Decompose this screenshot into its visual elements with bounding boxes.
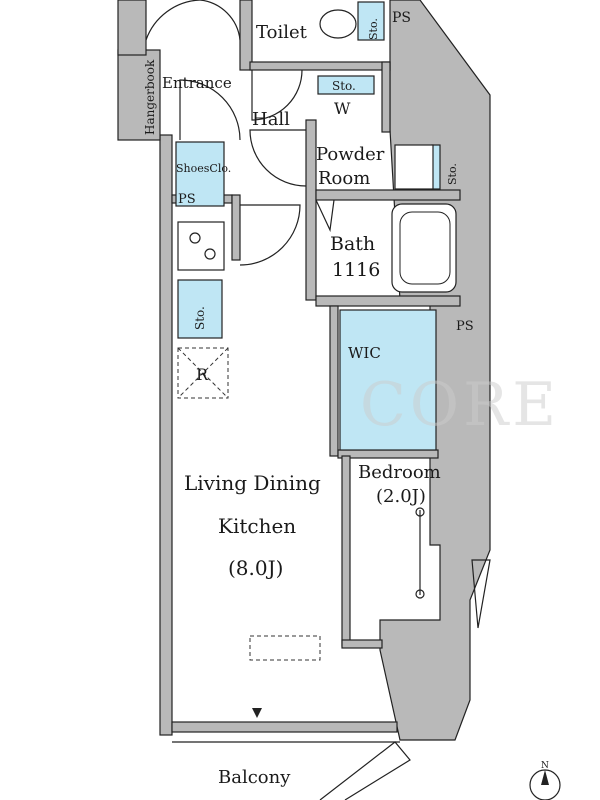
compass bbox=[529, 769, 561, 800]
balcony-stair bbox=[319, 741, 411, 800]
wall-bedroom-left bbox=[341, 455, 351, 647]
door-top-left-2 bbox=[199, 0, 241, 41]
sink bbox=[394, 144, 434, 190]
wall-toilet-left bbox=[239, 0, 253, 71]
label-balcony: Balcony bbox=[218, 767, 291, 788]
outer-wall-left bbox=[159, 134, 173, 736]
door-powder bbox=[249, 129, 307, 187]
label-ps-top: PS bbox=[392, 10, 411, 26]
label-north: N bbox=[541, 761, 549, 771]
door-bath bbox=[315, 199, 335, 233]
label-w: W bbox=[334, 99, 351, 118]
top-left-wall bbox=[117, 0, 147, 56]
wic-closet bbox=[339, 309, 437, 451]
wall-bedroom-bottom bbox=[341, 639, 383, 649]
kitchen-storage bbox=[177, 279, 223, 339]
label-ps-wic: PS bbox=[456, 319, 474, 334]
entry-marker bbox=[252, 708, 262, 718]
label-ldk-2: Kitchen bbox=[218, 514, 296, 538]
shoes-closet bbox=[175, 141, 225, 207]
wall-wic-left bbox=[329, 305, 339, 457]
hangerbook-wall bbox=[117, 49, 161, 141]
label-hangerbook: Hangerbook bbox=[143, 59, 157, 135]
label-bedroom-2: (2.0J) bbox=[376, 486, 426, 507]
label-powder-1: Powder bbox=[316, 144, 385, 165]
label-bath-2: 1116 bbox=[332, 259, 380, 281]
wall-ldk-bottom bbox=[171, 721, 398, 733]
stove bbox=[177, 221, 225, 271]
label-ldk-3: (8.0J) bbox=[228, 556, 283, 580]
watermark: CORE bbox=[360, 370, 560, 440]
label-sto-toilet: Sto. bbox=[367, 18, 380, 40]
refrigerator bbox=[177, 347, 229, 399]
wall-bath-bottom bbox=[315, 295, 461, 307]
wall-powder-bath bbox=[315, 189, 461, 201]
label-r: R bbox=[196, 365, 209, 384]
wall-w-right bbox=[381, 61, 391, 133]
door-toilet bbox=[251, 69, 303, 121]
label-bedroom-1: Bedroom bbox=[358, 462, 441, 483]
door-top-left bbox=[145, 0, 201, 41]
label-sto-kitchen: Sto. bbox=[193, 306, 207, 330]
door-bedroom bbox=[471, 559, 491, 629]
bathtub-inner bbox=[399, 211, 451, 285]
w-storage bbox=[317, 75, 375, 95]
label-entrance: Entrance bbox=[162, 74, 232, 92]
toilet-storage bbox=[357, 1, 385, 41]
label-wic: WIC bbox=[348, 344, 381, 362]
label-bath-1: Bath bbox=[330, 233, 375, 255]
label-powder-2: Room bbox=[318, 168, 370, 189]
door-entrance bbox=[179, 79, 241, 141]
label-sto-powder: Sto. bbox=[446, 163, 459, 185]
toilet-bowl bbox=[319, 9, 357, 39]
wall-toilet-bottom bbox=[249, 61, 391, 71]
wall-kitchen-right bbox=[231, 194, 241, 261]
label-ps-shoes: PS bbox=[178, 192, 196, 207]
wall-bedroom-top bbox=[337, 449, 439, 459]
floor-marker bbox=[249, 635, 321, 661]
label-shoes: ShoesClo. bbox=[176, 162, 231, 175]
door-hall bbox=[239, 204, 301, 266]
label-sto-w: Sto. bbox=[332, 79, 356, 93]
label-ldk-1: Living Dining bbox=[184, 471, 321, 495]
wall-hall-powder bbox=[305, 119, 317, 301]
label-toilet: Toilet bbox=[256, 22, 308, 43]
label-hall: Hall bbox=[252, 109, 290, 130]
